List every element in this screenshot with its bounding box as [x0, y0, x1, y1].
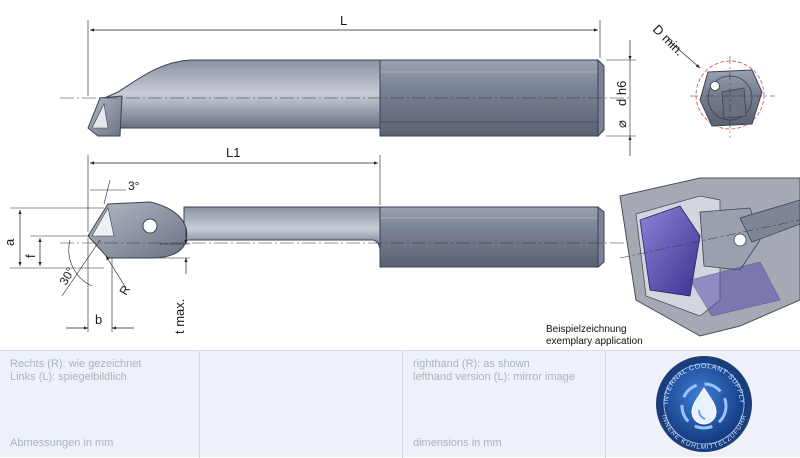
- dimension-d-h6: d h6 ⌀: [606, 40, 636, 156]
- dimension-R-label: R: [116, 283, 133, 298]
- dimension-t-max: t max.: [160, 228, 190, 334]
- water-drop-icon: [691, 387, 717, 425]
- footer-en-text: righthand (R): as shown lefthand version…: [413, 358, 575, 384]
- tool-neck-bottom: [183, 206, 381, 251]
- dimension-d-h6-label: d h6: [614, 81, 629, 106]
- caption-line-de: Beispielzeichnung: [546, 324, 627, 335]
- tool-bottom-view: [60, 201, 630, 269]
- diameter-symbol: ⌀: [614, 120, 629, 128]
- dimension-t-max-label: t max.: [172, 299, 187, 334]
- dimension-a-label: a: [2, 238, 17, 246]
- dimension-L-label: L: [340, 13, 347, 28]
- dimension-D-min-label: D min.: [650, 22, 687, 59]
- footer-cell-de: Rechts (R): wie gezeichnet Links (L): sp…: [0, 351, 200, 458]
- footer-cell-blank-1: [200, 351, 403, 458]
- application-caption: Beispielzeichnung exemplary application: [546, 324, 643, 348]
- end-view: D min.: [650, 22, 775, 138]
- footer-de-text: Rechts (R): wie gezeichnet Links (L): sp…: [10, 358, 141, 384]
- angle-3-label: 3°: [128, 179, 140, 193]
- coolant-hole: [142, 218, 158, 234]
- footer-de-units: Abmessungen in mm: [10, 437, 114, 449]
- footer-de-line2: Links (L): spiegelbildlich: [10, 371, 127, 383]
- tool-top-view: [60, 58, 630, 138]
- footer-cell-badge: INTERNAL COOLANT SUPPLY INNERE KÜHLMITTE…: [606, 351, 800, 458]
- dimension-b: b: [66, 238, 134, 332]
- dimension-L1: L1: [87, 145, 381, 232]
- info-footer: Rechts (R): wie gezeichnet Links (L): sp…: [0, 350, 800, 458]
- footer-en-line2: lefthand version (L): mirror image: [413, 371, 576, 383]
- footer-cell-en: righthand (R): as shown lefthand version…: [403, 351, 606, 458]
- dimension-L1-label: L1: [226, 145, 240, 160]
- coolant-badge-icon: INTERNAL COOLANT SUPPLY INNERE KÜHLMITTE…: [656, 356, 752, 452]
- dimension-a-f: a f: [2, 207, 104, 269]
- dimension-3-deg: 3°: [90, 179, 140, 205]
- application-render: [619, 177, 800, 337]
- technical-drawing: L d h6 ⌀ D min.: [2, 13, 800, 337]
- tool-neck: [99, 59, 381, 129]
- caption-line-en: exemplary application: [546, 336, 643, 347]
- tool-shank-bottom: [379, 206, 599, 268]
- footer-de-line1: Rechts (R): wie gezeichnet: [10, 358, 142, 370]
- footer-en-units: dimensions in mm: [413, 437, 502, 449]
- footer-en-line1: righthand (R): as shown: [413, 358, 530, 370]
- dimension-L: L: [87, 13, 601, 96]
- dimension-b-label: b: [95, 312, 102, 327]
- dimension-f-label: f: [23, 254, 38, 258]
